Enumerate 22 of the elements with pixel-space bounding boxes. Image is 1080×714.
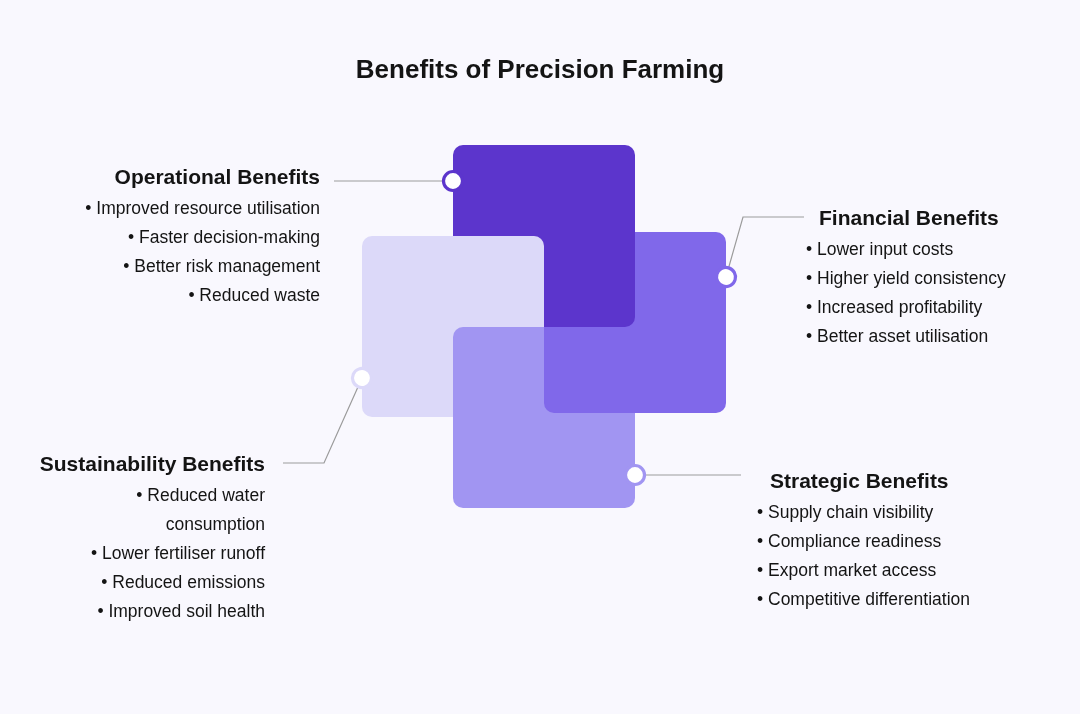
list-item: • Lower fertiliser runoff	[90, 542, 265, 565]
list-item: • Increased profitability	[806, 296, 983, 319]
list-item: • Competitive differentiation	[757, 588, 970, 611]
list-item: • Export market access	[757, 559, 937, 582]
list-item: • Improved resource utilisation	[85, 197, 320, 220]
list-item: • Reduced water consumption	[135, 484, 265, 536]
title: Benefits of Precision Farming	[355, 53, 725, 85]
heading: Sustainability Benefits	[39, 452, 265, 476]
list-item: • Better asset utilisation	[806, 325, 989, 348]
list-item: • Reduced emissions	[101, 571, 265, 594]
list-item: • Compliance readiness	[757, 530, 942, 553]
list-item: • Higher yield consistency	[806, 267, 1006, 290]
rounded-square	[453, 145, 635, 327]
list-item: • Improved soil health	[97, 600, 265, 623]
list-item: • Lower input costs	[806, 238, 954, 261]
heading: Strategic Benefits	[770, 469, 949, 493]
list-item: • Reduced waste	[188, 284, 320, 307]
heading: Operational Benefits	[114, 165, 320, 189]
list-item: • Faster decision-making	[128, 226, 320, 249]
heading: Financial Benefits	[819, 206, 999, 230]
list-item: • Supply chain visibility	[757, 501, 934, 524]
list-item: • Better risk management	[123, 255, 320, 278]
